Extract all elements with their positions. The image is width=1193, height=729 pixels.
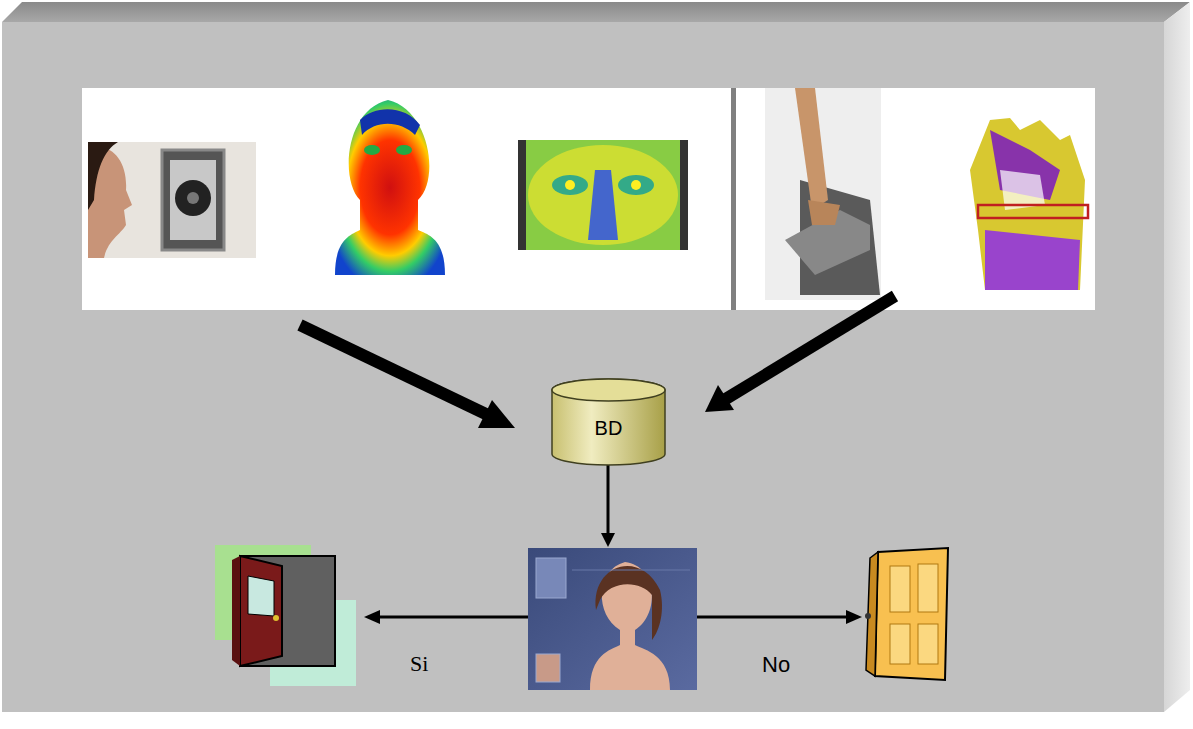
database-node: BD [551, 378, 666, 466]
node-text: BD [551, 417, 666, 440]
branch-label: No [762, 652, 790, 678]
branch-label: Si [410, 651, 428, 677]
